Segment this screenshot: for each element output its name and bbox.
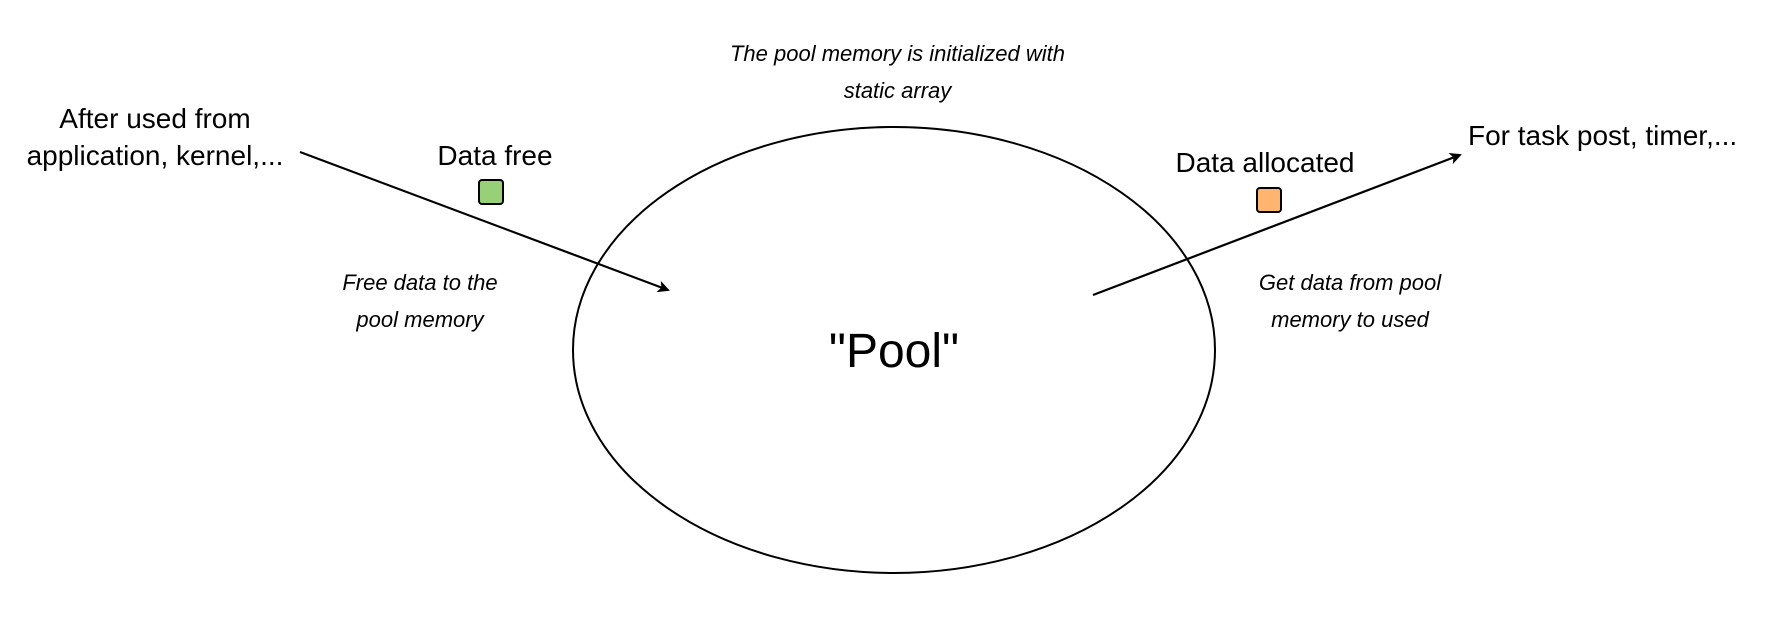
init-note-line2: static array [843,78,952,103]
alloc-note-line2: memory to used [1271,307,1429,332]
source-label-line1: After used from [59,103,251,134]
pool-ellipse [572,126,1216,574]
alloc-note-line1: Get data from pool [1258,270,1442,295]
data-allocated-square [1256,187,1282,213]
free-note: Free data to the pool memory [320,264,520,338]
allocate-arrow [1092,152,1462,297]
source-label-line2: application, kernel,... [26,140,284,171]
data-allocated-label: Data allocated [1175,147,1355,178]
free-arrow [299,150,670,293]
alloc-note: Get data from pool memory to used [1230,264,1470,338]
init-note-line1: The pool memory is initialized with [729,41,1066,66]
data-free-label: Data free [437,140,553,171]
data-free-square [478,179,504,205]
source-label: After used from application, kernel,... [0,100,310,174]
init-note: The pool memory is initialized with stat… [670,35,1125,109]
free-note-line1: Free data to the [342,270,498,295]
free-note-line2: pool memory [356,307,484,332]
pool-label: "Pool" [828,325,960,378]
destination-label: For task post, timer,... [1468,120,1738,151]
